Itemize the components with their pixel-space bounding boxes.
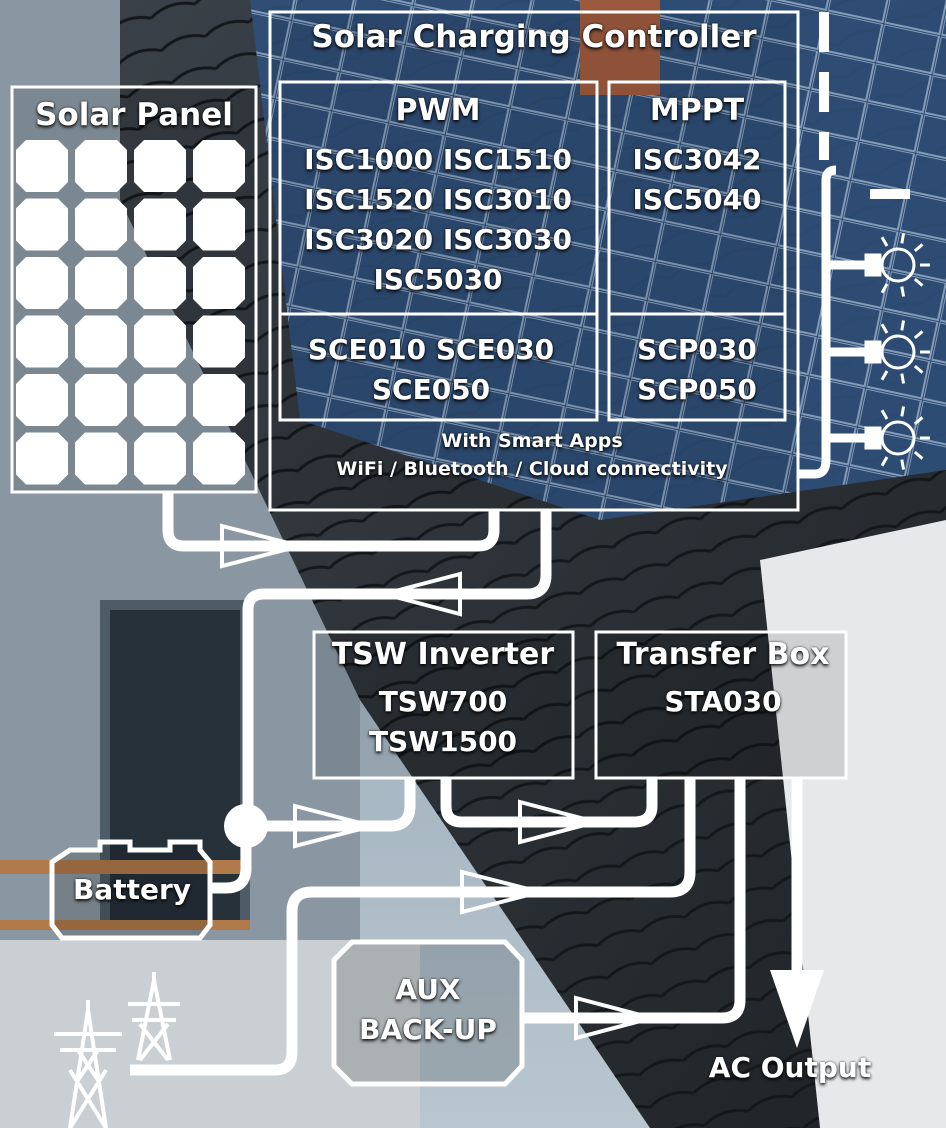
smart-apps-line1: With Smart Apps	[441, 430, 623, 452]
solar-cell	[16, 374, 68, 426]
solar-cell	[75, 315, 127, 368]
controller-to-battery-flow	[242, 510, 552, 820]
solar-cell	[193, 432, 245, 485]
solar-cell	[75, 432, 127, 485]
arrow-right	[220, 523, 301, 569]
solar-cell	[134, 374, 186, 426]
transfer-box	[594, 630, 848, 780]
solar-cell	[134, 432, 186, 485]
arrow-right-2	[293, 803, 380, 849]
solar-cell	[16, 315, 68, 368]
bulb-icon	[864, 233, 930, 470]
solar-cell	[16, 257, 68, 309]
solar-cell	[193, 374, 245, 426]
solar-cell	[193, 198, 245, 251]
solar-cell	[16, 140, 68, 192]
solar-panel-title: Solar Panel	[35, 97, 233, 133]
pwm-header: PWM	[395, 93, 481, 128]
solar-cell	[193, 140, 245, 192]
junction-to-battery	[208, 826, 252, 894]
arrow-right-3	[518, 799, 604, 845]
mppt-header: MPPT	[649, 93, 745, 128]
inverter-to-transfer-flow	[440, 778, 658, 828]
solar-cell	[193, 257, 245, 309]
solar-cell	[134, 257, 186, 309]
inverter-box	[312, 630, 575, 780]
solar-cell	[134, 140, 186, 192]
mppt-models-row1: ISC3042	[632, 143, 762, 176]
aux-shape	[331, 939, 525, 1087]
solar-cell	[16, 432, 68, 485]
pwm-models-row1: ISC1000 ISC1510	[304, 143, 572, 176]
pwm-models-row2: ISC1520 ISC3010	[304, 183, 572, 216]
solar-cell	[75, 257, 127, 309]
ac-output-arrow	[770, 970, 824, 1048]
scp-models-row2: SCP050	[637, 373, 757, 406]
sce-models-row1: SCE010 SCE030	[307, 333, 555, 366]
mppt-box	[607, 80, 787, 422]
arrow-left	[376, 571, 462, 617]
pwm-models-row3: ISC3020 ISC3030	[304, 223, 572, 256]
ac-output-label: AC Output	[708, 1051, 872, 1084]
junction-to-inverter-flow	[246, 778, 416, 832]
solar-cell	[75, 198, 127, 251]
mppt-models-row2: ISC5040	[632, 183, 762, 216]
controller-title: Solar Charging Controller	[311, 19, 757, 55]
inverter-model1: TSW700	[378, 685, 508, 718]
aux-to-transfer-flow	[520, 778, 746, 1024]
smart-apps-line2: WiFi / Bluetooth / Cloud connectivity	[336, 458, 728, 480]
solar-cell	[16, 198, 68, 251]
controller-box	[268, 10, 800, 512]
aux-label-line1: AUX	[395, 973, 461, 1006]
panel-to-controller-flow	[162, 492, 500, 552]
battery-shape	[49, 839, 213, 941]
transfer-box-model: STA030	[664, 685, 782, 718]
light-bulb-icon	[864, 233, 930, 297]
solar-cell	[134, 315, 186, 368]
light-bulb-icon	[864, 320, 930, 384]
solar-cell	[193, 315, 245, 368]
scp-models-row1: SCP030	[637, 333, 757, 366]
pwm-models-row4: ISC5030	[373, 263, 503, 296]
light-bulb-icon	[864, 406, 930, 470]
inverter-model2: TSW1500	[368, 725, 518, 758]
solar-cell	[75, 374, 127, 426]
aux-label-line2: BACK-UP	[359, 1013, 497, 1046]
grid-to-transfer-flow	[130, 778, 696, 1076]
pwm-box	[278, 80, 599, 422]
solar-cell	[75, 140, 127, 192]
load-line	[798, 165, 837, 479]
solar-cell	[134, 198, 186, 251]
sce-models-row2: SCE050	[371, 373, 491, 406]
arrow-right-4	[460, 869, 541, 915]
power-tower-icon	[54, 972, 180, 1128]
inverter-title: TSW Inverter	[331, 637, 555, 672]
arrow-right-5	[574, 995, 660, 1041]
transfer-box-title: Transfer Box	[616, 637, 830, 672]
solar-cells	[16, 140, 245, 485]
battery-label: Battery	[72, 873, 192, 906]
